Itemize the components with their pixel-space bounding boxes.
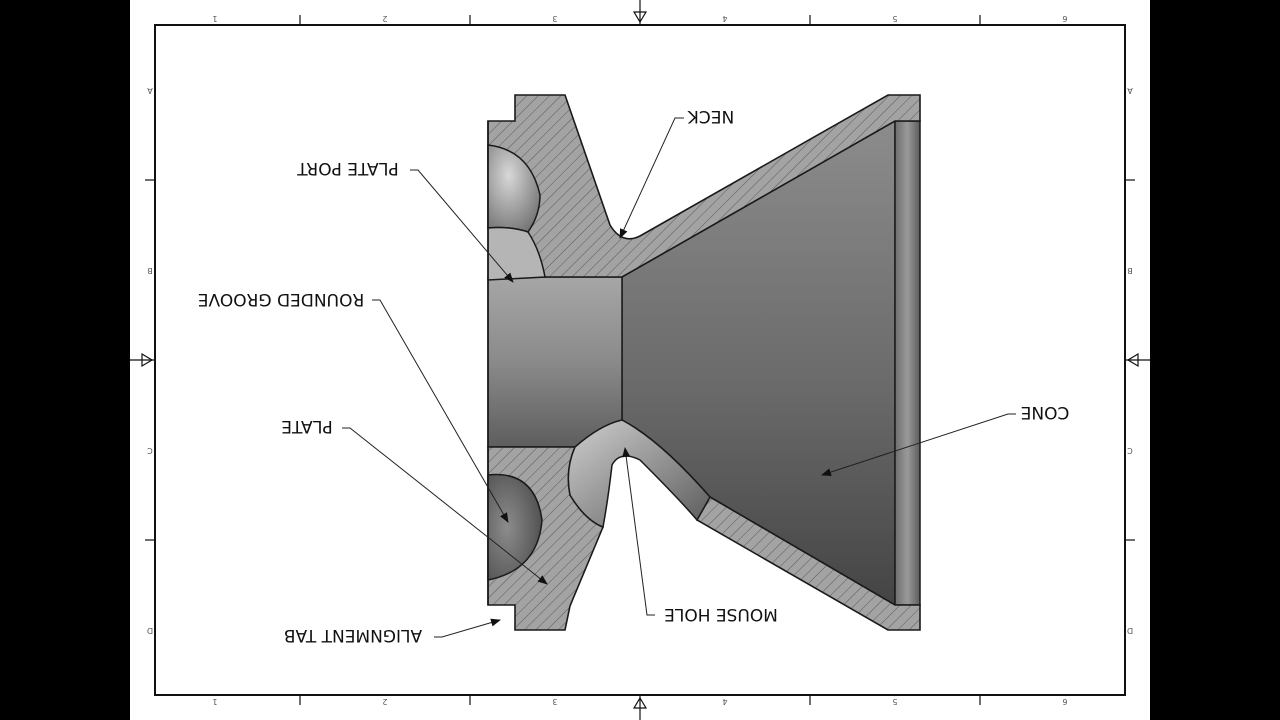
cone-rim [894, 120, 921, 606]
zone-col-3-bottom: 3 [552, 697, 557, 706]
part-section [487, 94, 921, 631]
plate-port-sphere-lower [487, 473, 543, 581]
zone-row-c-left: C [147, 446, 153, 455]
leader-mouse-hole [622, 447, 655, 616]
leader-lines [342, 117, 1016, 638]
zone-row-c-right: C [1127, 446, 1133, 455]
label-mouse-hole: MOUSE HOLE [664, 604, 778, 624]
leader-plate [342, 427, 548, 585]
zone-col-6-bottom: 6 [1062, 697, 1067, 706]
rounded-groove-upper [487, 226, 546, 281]
zone-col-5-top: 5 [892, 14, 897, 23]
zone-col-6-top: 6 [1062, 14, 1067, 23]
callout-labels: NECK PLATE PORT ROUNDED GROOVE PLATE CON… [198, 106, 1070, 645]
zone-labels: 1 2 3 4 5 6 1 2 3 4 5 6 A B C D A B C D [147, 14, 1133, 706]
leader-neck [619, 117, 684, 239]
zone-row-d-left: D [147, 626, 153, 635]
leader-rounded-groove [372, 299, 509, 523]
label-plate: PLATE [281, 416, 333, 436]
label-neck: NECK [687, 106, 734, 126]
mouse-hole [567, 419, 711, 529]
zone-row-b-right: B [1127, 266, 1133, 275]
zone-row-a-right: A [1127, 86, 1133, 95]
label-alignment-tab: ALIGNMENT TAB [284, 625, 422, 645]
zone-col-1-top: 1 [212, 14, 217, 23]
zone-col-1-bottom: 1 [212, 697, 217, 706]
label-cone: CONE [1021, 402, 1070, 422]
bore [487, 276, 623, 448]
drawing-frame [130, 0, 1150, 720]
label-rounded-groove: ROUNDED GROOVE [198, 289, 365, 309]
zone-col-4-top: 4 [722, 14, 727, 23]
zone-row-a-left: A [147, 86, 153, 95]
leader-plate-port [410, 169, 514, 283]
zone-row-b-left: B [147, 266, 153, 275]
leader-alignment-tab [434, 618, 501, 638]
zone-col-3-top: 3 [552, 14, 557, 23]
zone-col-4-bottom: 4 [722, 697, 727, 706]
label-plate-port: PLATE PORT [297, 158, 399, 178]
zone-row-d-right: D [1127, 626, 1133, 635]
zone-col-2-top: 2 [382, 14, 387, 23]
leader-cone [821, 413, 1016, 476]
zone-col-2-bottom: 2 [382, 697, 387, 706]
zone-col-5-bottom: 5 [892, 697, 897, 706]
